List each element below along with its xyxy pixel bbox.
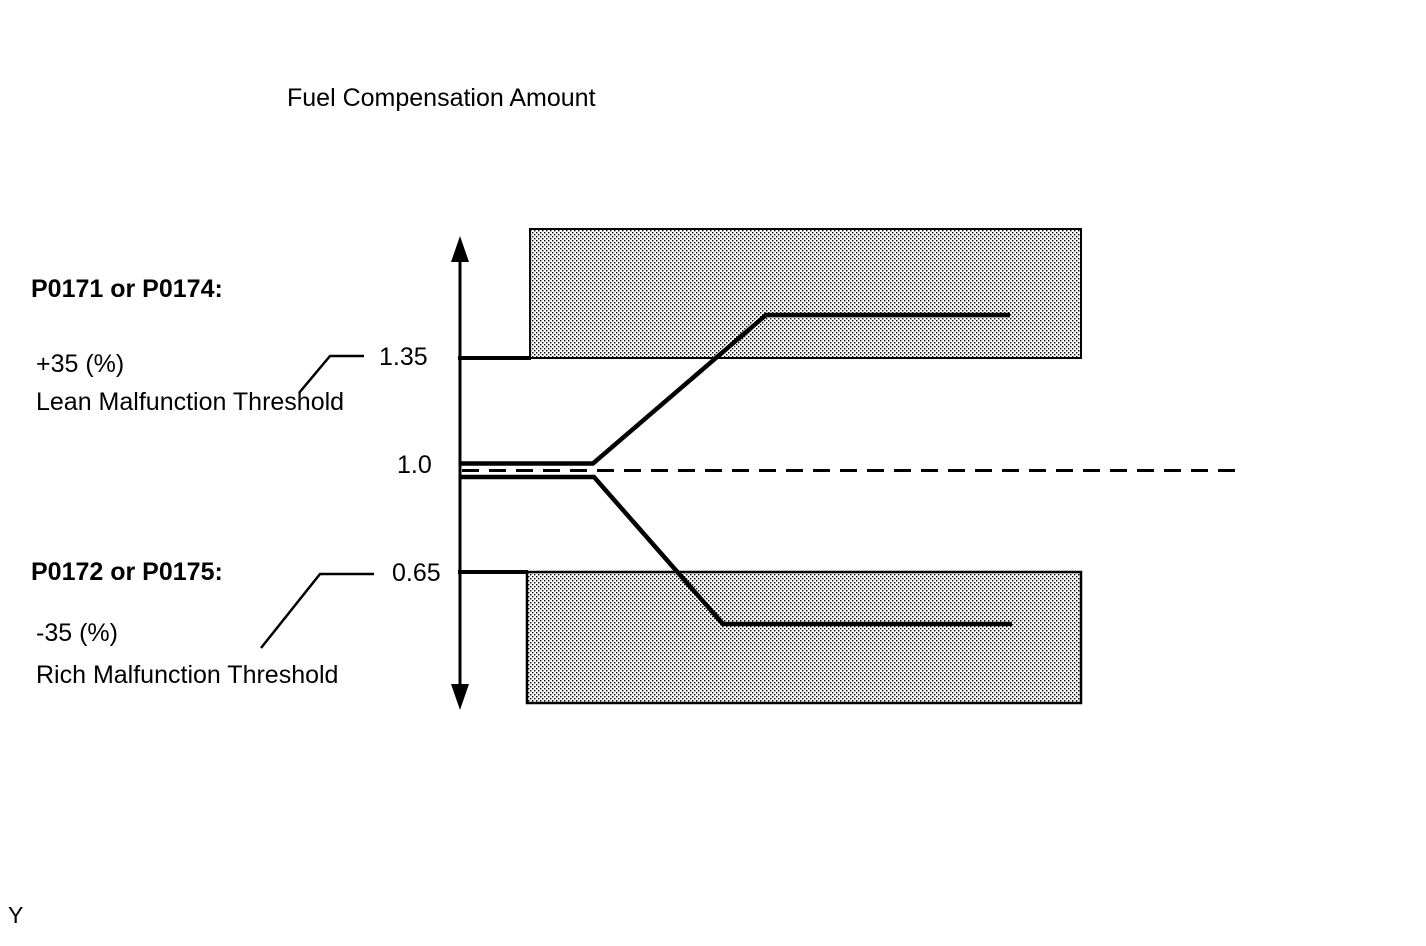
tick-label-10: 1.0 — [397, 451, 432, 479]
lean-threshold-value: +35 (%) — [36, 350, 125, 378]
tick-label-065: 0.65 — [392, 559, 441, 587]
y-axis-arrow-down-icon — [451, 684, 469, 710]
y-axis-letter: Y — [8, 902, 24, 928]
rich-malfunction-zone — [525, 570, 1083, 705]
lean-drift-series — [460, 312, 1010, 466]
lean-leader-line — [298, 354, 364, 394]
rich-dtc-heading: P0172 or P0175: — [31, 558, 223, 586]
tick-label-135: 1.35 — [379, 343, 428, 371]
rich-leader-line — [260, 572, 374, 649]
lean-malfunction-zone — [529, 228, 1082, 359]
rich-threshold-value: -35 (%) — [36, 619, 118, 647]
rich-threshold-label: Rich Malfunction Threshold — [36, 661, 339, 689]
lean-dtc-heading: P0171 or P0174: — [31, 275, 223, 303]
chart-title: Fuel Compensation Amount — [287, 84, 596, 112]
rich-drift-series — [460, 474, 1012, 627]
y-axis-arrow-up-icon — [451, 236, 469, 262]
lean-threshold-label: Lean Malfunction Threshold — [36, 388, 345, 416]
